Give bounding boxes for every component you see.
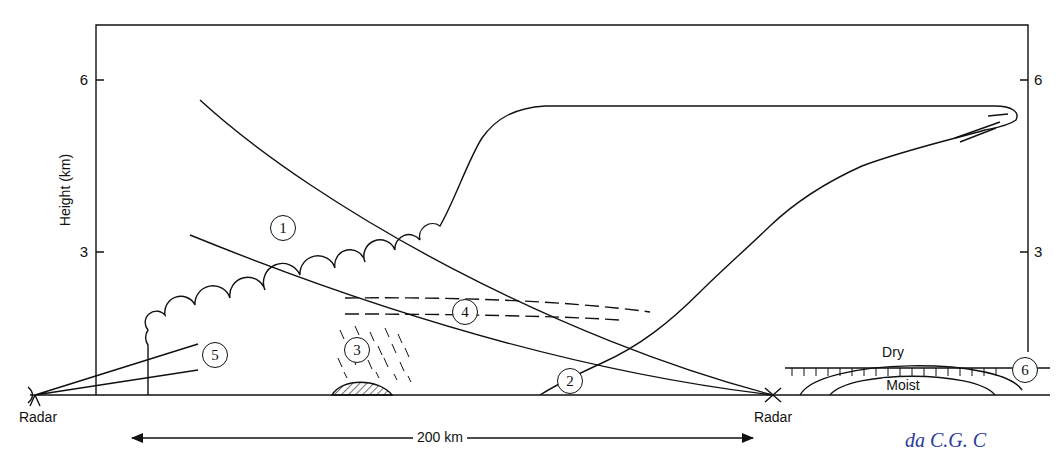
callout-text: 4 — [461, 305, 469, 320]
inversion-line — [785, 367, 1050, 368]
hail-shaft — [332, 382, 392, 395]
tick-label: 3 — [80, 244, 88, 261]
radar-beam — [190, 235, 773, 395]
rain-streaks — [338, 326, 411, 382]
axis-title: Height (km) — [58, 154, 73, 226]
radar-beam — [35, 344, 198, 395]
anvil-streak — [955, 114, 1008, 142]
callout-text: 1 — [279, 221, 287, 236]
radar-symbol — [28, 387, 40, 406]
callout-number: 6 — [1012, 357, 1038, 383]
callout-number: 4 — [452, 299, 478, 325]
distance-label: 200 km — [413, 430, 467, 445]
callout-number: 5 — [202, 342, 228, 368]
callout-text: 2 — [566, 374, 574, 389]
region-label: Moist — [882, 378, 923, 393]
region-label: Dry — [882, 345, 904, 360]
dashed-layer — [345, 298, 650, 320]
tick-label: 6 — [80, 72, 88, 89]
axis-frame — [96, 25, 1028, 395]
radar-label: Radar — [19, 410, 57, 425]
radar-beam — [200, 100, 773, 395]
callout-text: 3 — [353, 343, 361, 358]
source-credit: da C.G. C — [905, 429, 986, 451]
moist-layer — [800, 366, 1022, 395]
tick-label: 3 — [1034, 244, 1042, 261]
cloud-outline — [145, 106, 1017, 395]
callout-number: 2 — [557, 368, 583, 394]
callout-number: 3 — [344, 337, 370, 363]
callout-text: 5 — [211, 348, 219, 363]
radar-label: Radar — [754, 410, 792, 425]
tick-label: 6 — [1034, 72, 1042, 89]
radar-symbol — [765, 388, 781, 402]
callout-number: 1 — [270, 215, 296, 241]
callout-text: 6 — [1021, 363, 1029, 378]
